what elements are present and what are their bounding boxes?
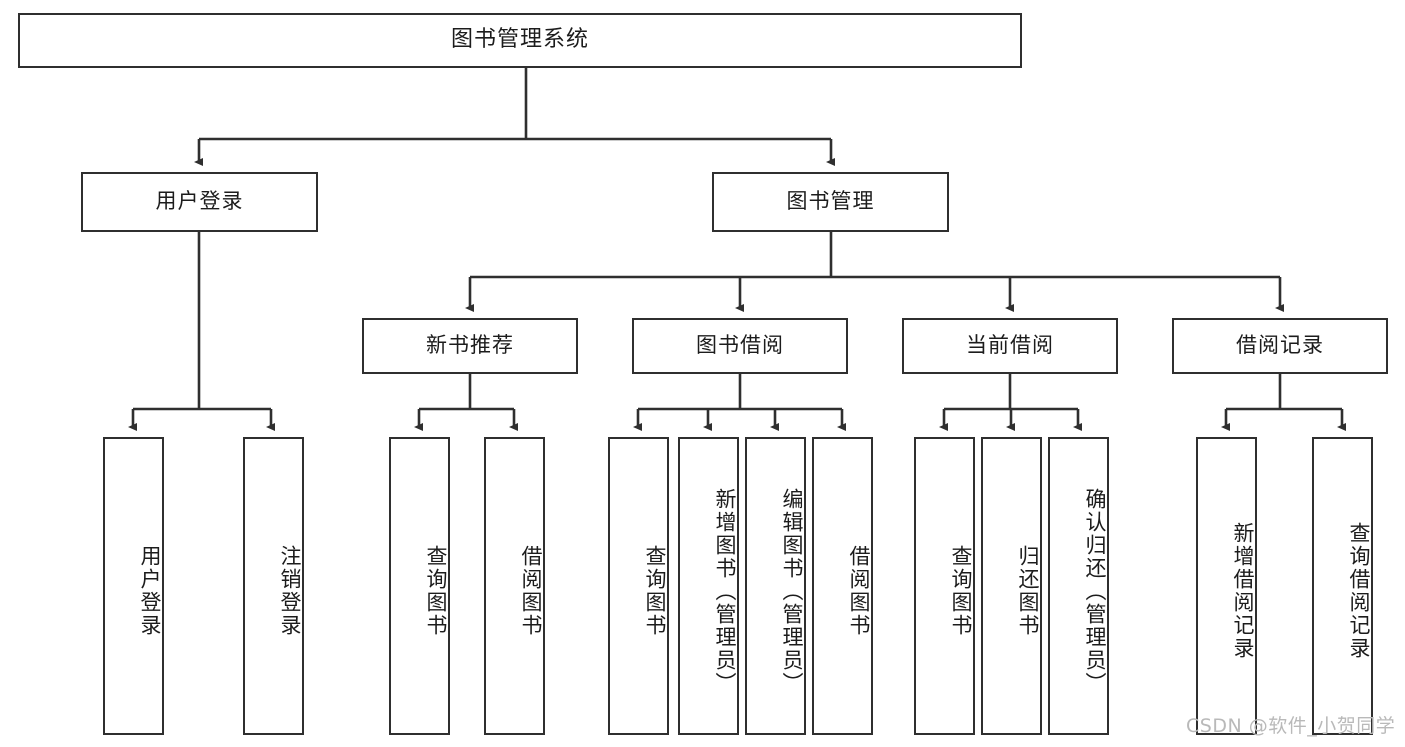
- node-new-book-rec-label: 新书推荐: [426, 333, 514, 358]
- node-borrow-record-label: 借阅记录: [1236, 333, 1324, 358]
- node-book-borrow-label: 图书借阅: [696, 333, 784, 358]
- node-leaf-query-book-1-label: 查询图书: [424, 545, 448, 637]
- node-root[interactable]: 图书管理系统: [18, 13, 1022, 68]
- node-leaf-add-book-label: 新增图书（管理员）: [713, 487, 737, 695]
- node-current-borrow[interactable]: 当前借阅: [902, 318, 1118, 374]
- node-leaf-add-record[interactable]: 新增借阅记录: [1196, 437, 1257, 735]
- node-leaf-return-book-label: 归还图书: [1016, 545, 1040, 637]
- node-leaf-query-book-2-label: 查询图书: [643, 545, 667, 637]
- node-leaf-borrow-book-1-label: 借阅图书: [519, 545, 543, 637]
- node-book-manage-label: 图书管理: [786, 189, 875, 214]
- node-leaf-query-book-2[interactable]: 查询图书: [608, 437, 669, 735]
- node-leaf-query-book-3-label: 查询图书: [949, 545, 973, 637]
- node-leaf-query-book-3[interactable]: 查询图书: [914, 437, 975, 735]
- node-leaf-add-record-label: 新增借阅记录: [1231, 522, 1255, 660]
- node-leaf-edit-book-label: 编辑图书（管理员）: [780, 487, 804, 695]
- node-leaf-add-book[interactable]: 新增图书（管理员）: [678, 437, 739, 735]
- node-borrow-record[interactable]: 借阅记录: [1172, 318, 1388, 374]
- node-new-book-rec[interactable]: 新书推荐: [362, 318, 578, 374]
- node-leaf-query-record[interactable]: 查询借阅记录: [1312, 437, 1373, 735]
- node-leaf-query-record-label: 查询借阅记录: [1347, 522, 1371, 660]
- node-leaf-return-book[interactable]: 归还图书: [981, 437, 1042, 735]
- node-leaf-borrow-book-2[interactable]: 借阅图书: [812, 437, 873, 735]
- node-current-borrow-label: 当前借阅: [966, 333, 1054, 358]
- node-leaf-borrow-book-2-label: 借阅图书: [847, 545, 871, 637]
- csdn-watermark: CSDN @软件_小贺同学: [1186, 715, 1396, 737]
- node-leaf-user-login-label: 用户登录: [138, 545, 162, 637]
- node-leaf-logout[interactable]: 注销登录: [243, 437, 304, 735]
- node-leaf-confirm-return-label: 确认归还（管理员）: [1083, 487, 1107, 695]
- node-leaf-logout-label: 注销登录: [278, 545, 302, 637]
- node-root-label: 图书管理系统: [450, 27, 589, 53]
- node-book-manage[interactable]: 图书管理: [712, 172, 949, 232]
- node-user-login-label: 用户登录: [155, 189, 244, 214]
- node-book-borrow[interactable]: 图书借阅: [632, 318, 848, 374]
- node-leaf-borrow-book-1[interactable]: 借阅图书: [484, 437, 545, 735]
- node-leaf-query-book-1[interactable]: 查询图书: [389, 437, 450, 735]
- node-user-login[interactable]: 用户登录: [81, 172, 318, 232]
- node-leaf-edit-book[interactable]: 编辑图书（管理员）: [745, 437, 806, 735]
- node-leaf-confirm-return[interactable]: 确认归还（管理员）: [1048, 437, 1109, 735]
- node-leaf-user-login[interactable]: 用户登录: [103, 437, 164, 735]
